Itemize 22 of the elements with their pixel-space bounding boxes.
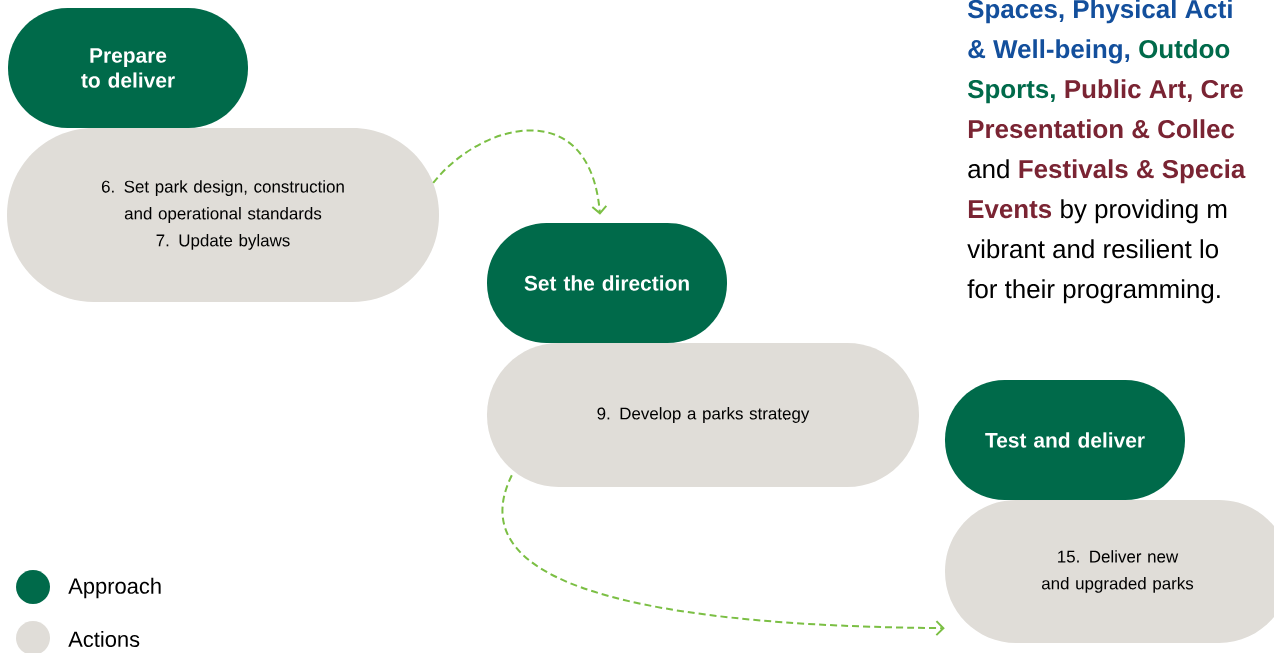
paragraph-text: by providing m bbox=[1061, 199, 1227, 224]
paragraph-text: Presentation & Collec bbox=[968, 119, 1235, 139]
dashed-arrow bbox=[432, 129, 608, 215]
action-pill: 6. Set park design, construction and operational standards 7. Update bylaws bbox=[7, 128, 439, 302]
approach-pill: Set the direction bbox=[487, 223, 727, 343]
paragraph-text: for their programming. bbox=[967, 279, 1220, 304]
paragraph-text: and bbox=[968, 159, 1009, 179]
approach-pill: Test and deliver bbox=[945, 380, 1185, 500]
action-pill: 15. Deliver new and upgraded parks bbox=[945, 500, 1274, 643]
paragraph-text: Sports, bbox=[967, 79, 1055, 104]
paragraph-text: vibrant and resilient lo bbox=[967, 239, 1218, 259]
legend-label: Actions bbox=[68, 630, 140, 648]
action-pill: 9. Develop a parks strategy bbox=[487, 343, 919, 487]
paragraph-text: Spaces, Physical Acti bbox=[967, 0, 1232, 24]
paragraph-text: Outdoo bbox=[1139, 39, 1230, 59]
paragraph-text: Events bbox=[968, 200, 1052, 219]
paragraph-text: Festivals & Specia bbox=[1019, 159, 1246, 184]
paragraph-text: & Well-being, bbox=[968, 39, 1130, 64]
dashed-arrow bbox=[501, 474, 945, 637]
paragraph-text: Public Art, Cre bbox=[1065, 79, 1243, 102]
approach-pill: Prepare to deliver bbox=[8, 8, 248, 128]
legend-label: Approach bbox=[68, 577, 161, 599]
